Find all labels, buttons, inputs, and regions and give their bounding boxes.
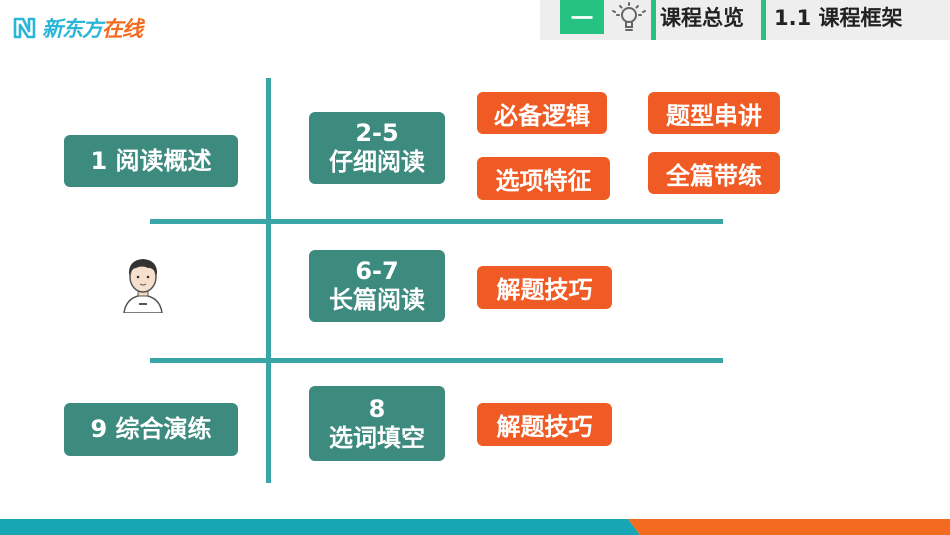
tag-option-features: 选项特征 — [477, 157, 610, 200]
section-label: 仔细阅读 — [329, 148, 425, 176]
section-cloze: 8 选词填空 — [309, 386, 445, 461]
header-separator — [651, 0, 656, 40]
section-careful-reading: 2-5 仔细阅读 — [309, 112, 445, 184]
chapter-badge: 一 — [560, 0, 604, 34]
section-number: 6-7 — [355, 257, 399, 286]
logo-icon — [13, 17, 36, 39]
section-label: 长篇阅读 — [329, 286, 425, 314]
logo-text: 新东方在线 — [42, 17, 143, 41]
topic-reading-overview: 1 阅读概述 — [64, 135, 238, 187]
section-long-reading: 6-7 长篇阅读 — [309, 250, 445, 322]
footer-stripe-orange — [628, 519, 950, 535]
logo: 新东方在线 — [12, 10, 143, 46]
tag-question-types: 题型串讲 — [648, 92, 780, 134]
student-avatar — [118, 253, 168, 314]
tag-solving-skills: 解题技巧 — [477, 266, 612, 309]
header-separator — [761, 0, 766, 40]
vertical-divider — [266, 78, 271, 483]
tag-solving-skills: 解题技巧 — [477, 403, 612, 446]
section-number: 8 — [368, 394, 386, 423]
section-title: 课程总览 — [660, 6, 744, 30]
row-divider — [150, 219, 723, 224]
lightbulb-icon — [608, 0, 650, 36]
section-label: 选词填空 — [329, 423, 425, 452]
tag-essential-logic: 必备逻辑 — [477, 92, 607, 134]
header-bar — [540, 0, 950, 40]
row-divider — [150, 358, 723, 363]
subsection-title: 1.1 课程框架 — [774, 6, 903, 30]
section-number: 2-5 — [355, 119, 399, 148]
topic-comprehensive-practice: 9 综合演练 — [64, 403, 238, 456]
footer-stripe-teal — [0, 519, 640, 535]
tag-full-practice: 全篇带练 — [648, 152, 780, 194]
